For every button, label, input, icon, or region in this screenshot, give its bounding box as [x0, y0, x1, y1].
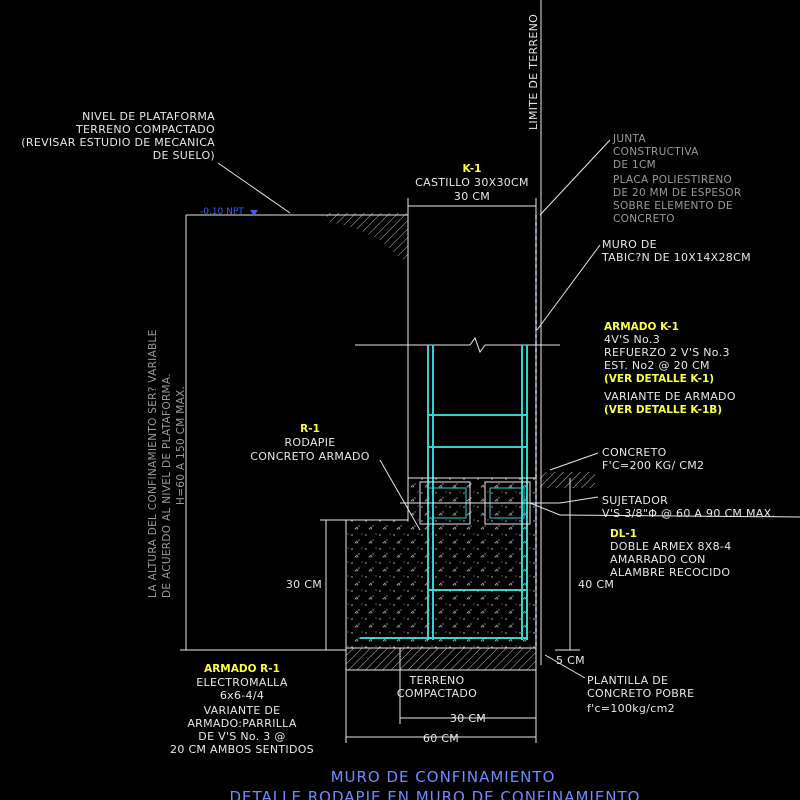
- svg-text:ELECTROMALLA: ELECTROMALLA: [196, 676, 288, 689]
- drawing-titles: MURO DE CONFINAMIENTO DETALLE RODAPIE EN…: [230, 768, 641, 800]
- svg-text:CONCRETO POBRE: CONCRETO POBRE: [587, 687, 694, 700]
- terreno-note: TERRENO COMPACTADO: [397, 674, 477, 700]
- plantilla-hatch: [345, 647, 537, 671]
- svg-text:PLACA POLIESTIRENO: PLACA POLIESTIRENO: [613, 174, 732, 186]
- sujetador-note: SUJETADOR V'S 3/8"Φ @ 60 A 90 CM MAX.: [602, 494, 775, 520]
- svg-text:VARIANTE DE ARMADO: VARIANTE DE ARMADO: [604, 390, 736, 403]
- svg-text:TERRENO: TERRENO: [409, 674, 465, 687]
- k1-label: K-1 CASTILLO 30X30CM 30 CM: [415, 163, 529, 203]
- svg-text:5 CM: 5 CM: [556, 654, 585, 667]
- svg-text:NIVEL DE PLATAFORMA: NIVEL DE PLATAFORMA: [82, 110, 215, 123]
- svg-text:30 CM: 30 CM: [454, 190, 490, 203]
- leaders: [379, 139, 800, 679]
- plantilla-note: PLANTILLA DE CONCRETO POBRE f'c=100kg/cm…: [587, 674, 694, 715]
- platform-leader: [217, 162, 291, 214]
- armado-r1-note: ARMADO R-1 ELECTROMALLA 6x6-4/4 VARIANTE…: [170, 663, 314, 756]
- svg-text:CASTILLO 30X30CM: CASTILLO 30X30CM: [415, 176, 529, 189]
- platform-note: NIVEL DE PLATAFORMA TERRENO COMPACTADO (…: [21, 110, 244, 217]
- svg-text:LA ALTURA DEL CONFINAMIENTO SE: LA ALTURA DEL CONFINAMIENTO SER? VARIABL…: [147, 329, 159, 598]
- svg-text:(REVISAR ESTUDIO DE MECANICA: (REVISAR ESTUDIO DE MECANICA: [21, 136, 215, 149]
- dl1-note: DL-1 DOBLE ARMEX 8X8-4 AMARRADO CON ALAM…: [610, 528, 732, 579]
- svg-text:CONSTRUCTIVA: CONSTRUCTIVA: [613, 146, 699, 158]
- svg-text:H=60 A 150 CM MAX.: H=60 A 150 CM MAX.: [175, 386, 187, 505]
- svg-text:(VER DETALLE K-1B): (VER DETALLE K-1B): [604, 404, 722, 416]
- level-triangle-icon: [250, 210, 258, 216]
- svg-text:CONCRETO: CONCRETO: [613, 213, 675, 225]
- main-title: MURO DE CONFINAMIENTO: [331, 768, 556, 786]
- svg-text:DE V'S No. 3 @: DE V'S No. 3 @: [198, 730, 285, 743]
- svg-text:SUJETADOR: SUJETADOR: [602, 494, 668, 507]
- svg-text:CONCRETO: CONCRETO: [602, 446, 667, 459]
- castillo-column: [355, 205, 560, 478]
- svg-text:AMARRADO CON: AMARRADO CON: [610, 553, 706, 566]
- sub-title: DETALLE RODAPIE EN MURO DE CONFINAMIENTO: [230, 788, 641, 800]
- muro-note: MURO DE TABIC?N DE 10X14X28CM: [601, 238, 751, 264]
- dimension-labels: 30 CM 40 CM 5 CM 30 CM 60 CM: [286, 578, 614, 745]
- r1-note: R-1 RODAPIE CONCRETO ARMADO: [250, 423, 370, 463]
- svg-text:K-1: K-1: [463, 163, 482, 175]
- concreto-note: CONCRETO F'C=200 KG/ CM2: [602, 446, 704, 472]
- svg-text:30 CM: 30 CM: [286, 578, 322, 591]
- svg-text:(VER DETALLE K-1): (VER DETALLE K-1): [604, 373, 714, 385]
- svg-text:CONCRETO ARMADO: CONCRETO ARMADO: [250, 450, 370, 463]
- svg-text:ARMADO R-1: ARMADO R-1: [204, 663, 280, 675]
- svg-text:JUNTA: JUNTA: [612, 133, 646, 145]
- limit-label: LIMITE DE TERRENO: [527, 14, 540, 130]
- svg-text:VARIANTE DE: VARIANTE DE: [204, 704, 281, 717]
- svg-text:20 CM AMBOS SENTIDOS: 20 CM AMBOS SENTIDOS: [170, 743, 314, 756]
- height-dimension: [180, 215, 580, 651]
- svg-text:4V'S No.3: 4V'S No.3: [604, 333, 660, 346]
- svg-text:DE 1CM: DE 1CM: [613, 159, 656, 171]
- armado-k1-note: ARMADO K-1 4V'S No.3 REFUERZO 2 V'S No.3…: [604, 321, 736, 416]
- svg-text:ARMADO K-1: ARMADO K-1: [604, 321, 679, 333]
- soil-right-hatch: [540, 472, 595, 488]
- bottom-dimensions: [345, 648, 537, 743]
- svg-text:60 CM: 60 CM: [423, 732, 459, 745]
- svg-text:MURO DE: MURO DE: [602, 238, 657, 251]
- svg-text:COMPACTADO: COMPACTADO: [397, 687, 477, 700]
- svg-text:R-1: R-1: [300, 423, 320, 435]
- svg-text:-0.10 NPT: -0.10 NPT: [200, 207, 244, 217]
- svg-text:TERRENO COMPACTADO: TERRENO COMPACTADO: [75, 123, 215, 136]
- svg-text:PLANTILLA DE: PLANTILLA DE: [587, 674, 668, 687]
- svg-text:RODAPIE: RODAPIE: [284, 436, 335, 449]
- junta-note: JUNTA CONSTRUCTIVA DE 1CM PLACA POLIESTI…: [612, 133, 741, 225]
- svg-text:DE SUELO): DE SUELO): [153, 149, 215, 162]
- svg-text:V'S 3/8"Φ @ 60 A 90 CM MAX.: V'S 3/8"Φ @ 60 A 90 CM MAX.: [602, 507, 775, 520]
- svg-text:DE ACUERDO AL NIVEL DE PLATAFO: DE ACUERDO AL NIVEL DE PLATAFORMA.: [161, 373, 173, 598]
- svg-text:SOBRE ELEMENTO DE: SOBRE ELEMENTO DE: [613, 200, 733, 212]
- svg-text:40 CM: 40 CM: [578, 578, 614, 591]
- k1-dimension: [407, 198, 537, 214]
- svg-text:TABIC?N DE 10X14X28CM: TABIC?N DE 10X14X28CM: [601, 251, 751, 264]
- soil-top-hatch: [325, 213, 408, 262]
- vertical-note: LA ALTURA DEL CONFINAMIENTO SER? VARIABL…: [147, 329, 187, 598]
- svg-text:30 CM: 30 CM: [450, 712, 486, 725]
- svg-text:DE 20 MM DE ESPESOR: DE 20 MM DE ESPESOR: [613, 187, 741, 199]
- svg-text:EST. No2 @ 20 CM: EST. No2 @ 20 CM: [604, 359, 710, 372]
- sujetador-boxes: [400, 481, 561, 525]
- svg-text:6x6-4/4: 6x6-4/4: [220, 689, 264, 702]
- svg-text:DOBLE ARMEX 8X8-4: DOBLE ARMEX 8X8-4: [610, 540, 732, 553]
- svg-text:F'C=200 KG/ CM2: F'C=200 KG/ CM2: [602, 459, 704, 472]
- svg-text:REFUERZO 2 V'S No.3: REFUERZO 2 V'S No.3: [604, 346, 730, 359]
- svg-text:DL-1: DL-1: [610, 528, 637, 540]
- svg-text:f'c=100kg/cm2: f'c=100kg/cm2: [587, 702, 675, 715]
- svg-text:ARMADO:PARRILLA: ARMADO:PARRILLA: [187, 717, 297, 730]
- svg-text:ALAMBRE RECOCIDO: ALAMBRE RECOCIDO: [610, 566, 730, 579]
